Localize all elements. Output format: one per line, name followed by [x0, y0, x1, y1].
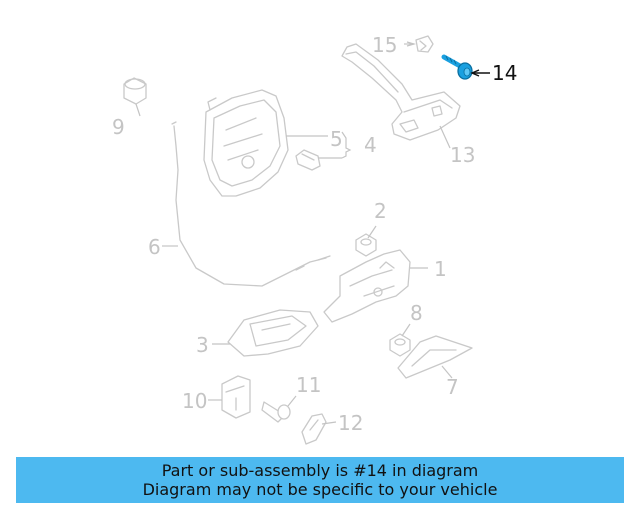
part-13-bracket [341, 43, 461, 141]
callout-3: 3 [196, 333, 209, 357]
info-banner: Part or sub-assembly is #14 in diagram D… [16, 457, 624, 503]
callout-2: 2 [374, 199, 387, 223]
callout-11: 11 [296, 373, 321, 397]
callout-14: 14 [492, 61, 517, 85]
callout-9: 9 [112, 115, 125, 139]
callout-12: 12 [338, 411, 363, 435]
callout-1: 1 [434, 257, 447, 281]
callout-4: 4 [364, 133, 377, 157]
part-2-nut [355, 233, 377, 257]
callout-13: 13 [450, 143, 475, 167]
part-7-handle-bar [397, 335, 473, 379]
callout-10: 10 [182, 389, 207, 413]
part-14-screw [441, 54, 473, 80]
callout-8: 8 [410, 301, 423, 325]
part-3-plate [227, 309, 319, 357]
part-9-grommet [123, 77, 147, 105]
banner-line-1: Part or sub-assembly is #14 in diagram [161, 461, 479, 480]
callout-6: 6 [148, 235, 161, 259]
part-5-lock-actuator [203, 89, 289, 197]
callout-7: 7 [446, 375, 459, 399]
part-11-bolt [261, 401, 291, 423]
part-8-nut [389, 333, 411, 357]
callout-15: 15 [372, 33, 397, 57]
part-10-bracket [221, 375, 251, 419]
part-15-clip [415, 35, 434, 53]
part-1-latch [323, 249, 411, 323]
callout-5: 5 [330, 127, 343, 151]
part-6-cable [171, 121, 331, 287]
leader-lines [135, 41, 490, 425]
banner-line-2: Diagram may not be specific to your vehi… [142, 480, 498, 499]
part-4-connector [295, 149, 321, 171]
part-12-clip [301, 413, 327, 445]
